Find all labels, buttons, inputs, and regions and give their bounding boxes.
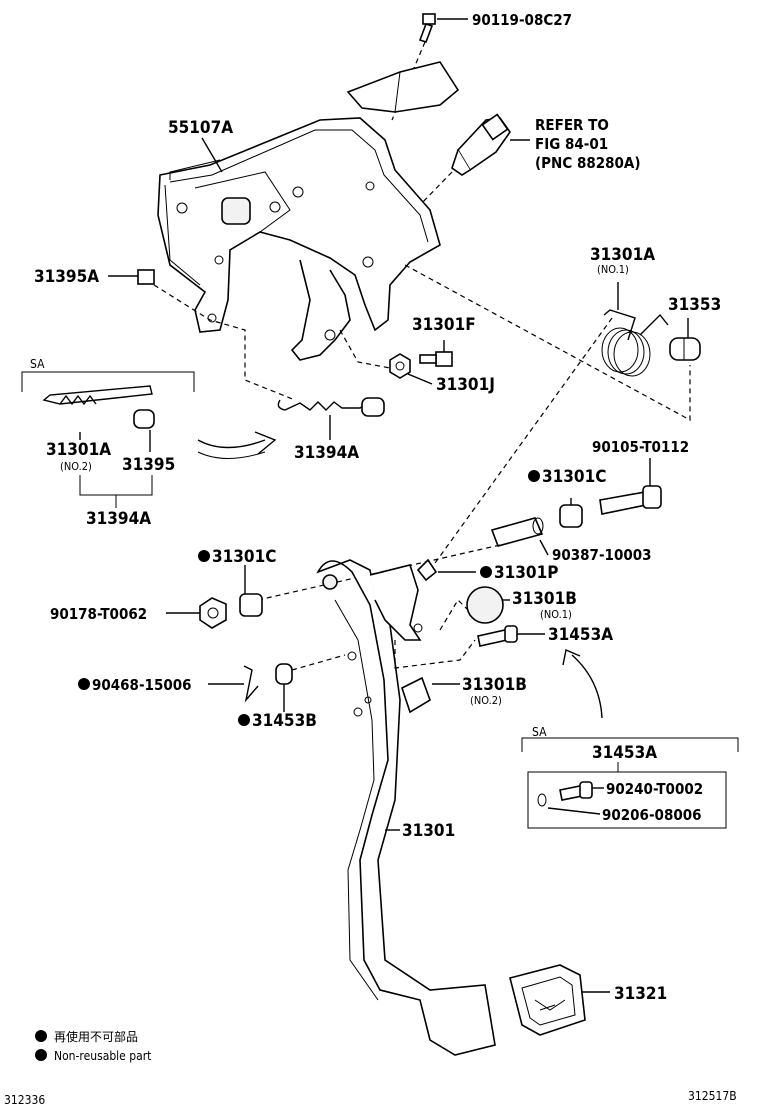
label-31301: 31301 [402, 821, 455, 841]
collar-31301C-left [239, 565, 263, 617]
legend-jp: 再使用不可部品 [54, 1029, 138, 1044]
nut-31301J [389, 353, 433, 385]
footer-left-code: 312336 [4, 1093, 45, 1107]
arrow-up-icon [562, 649, 603, 719]
label-31353: 31353 [668, 295, 721, 315]
footer-right-code: 312517B [688, 1089, 737, 1103]
arrow-icon [197, 431, 277, 459]
label-no1-top: (NO.1) [597, 263, 629, 276]
label-no2-sa: (NO.2) [60, 460, 92, 473]
label-sa-2: SA [532, 725, 547, 739]
pedal-support-bracket-55107A [157, 117, 441, 361]
label-90119-08C27: 90119-08C27 [472, 11, 572, 29]
legend-dot-icon [35, 1030, 47, 1042]
label-90105-T0112: 90105-T0112 [592, 438, 689, 456]
label-31301C-left: 31301C [212, 547, 276, 567]
cushion-31301B-no2 [401, 676, 460, 714]
label-no2-b: (NO.2) [470, 694, 502, 707]
non-reusable-dot-icon [480, 566, 492, 578]
label-31301F: 31301F [412, 315, 476, 335]
label-sa-1: SA [30, 357, 45, 371]
stop-lamp-switch [451, 113, 530, 176]
label-fig-84-01: FIG 84-01 [535, 135, 608, 153]
bracket-plate [346, 61, 460, 113]
bolt-90105 [599, 458, 662, 515]
label-31301A-top: 31301A [590, 245, 655, 265]
sleeve-90387 [490, 517, 549, 556]
screw-90119 [418, 13, 468, 44]
label-31301C-right: 31301C [542, 467, 606, 487]
label-55107A: 55107A [168, 118, 233, 138]
label-31395: 31395 [122, 455, 175, 475]
label-31321: 31321 [614, 984, 667, 1004]
bolt-31453A [477, 625, 545, 647]
label-31301A-sa: 31301A [46, 440, 111, 460]
non-reusable-dot-icon [528, 470, 540, 482]
bolt-31301F [419, 340, 453, 367]
non-reusable-dot-icon [198, 550, 210, 562]
label-90178-T0062: 90178-T0062 [50, 605, 147, 623]
spring-31394A [277, 397, 385, 440]
label-31395A: 31395A [34, 267, 99, 287]
label-31394A: 31394A [294, 443, 359, 463]
label-31301P: 31301P [494, 563, 558, 583]
pedal-arm-31301 [316, 559, 496, 1056]
non-reusable-dot-icon [78, 678, 90, 690]
label-31301J: 31301J [436, 375, 495, 395]
label-31453A: 31453A [548, 625, 613, 645]
bushing-31353 [669, 318, 701, 361]
label-no1-b: (NO.1) [540, 608, 572, 621]
label-90206-08006: 90206-08006 [602, 806, 702, 824]
cushion-31301B-no1 [466, 586, 510, 624]
non-reusable-dot-icon [238, 714, 250, 726]
label-90240-T0002: 90240-T0002 [606, 780, 703, 798]
legend-en: Non-reusable part [54, 1049, 151, 1063]
sa-box-31453A [521, 737, 739, 829]
label-31301B-no2: 31301B [462, 675, 527, 695]
legend-dot-icon [35, 1049, 47, 1061]
nut-90178 [166, 597, 227, 629]
label-31301B-no1: 31301B [512, 589, 577, 609]
label-31453A-sa: 31453A [592, 743, 657, 763]
nut-31395A [108, 269, 155, 285]
label-refer-to: REFER TO [535, 116, 609, 134]
pedal-pad-31321 [509, 964, 610, 1036]
sa-box-31394A [21, 371, 195, 508]
clip-90468 [208, 665, 259, 703]
label-90468-15006: 90468-15006 [92, 676, 192, 694]
label-31453B: 31453B [252, 711, 317, 731]
bush-31453B [275, 663, 293, 712]
label-90387-10003: 90387-10003 [552, 546, 652, 564]
clip-31301P [416, 558, 476, 582]
collar-31301C [559, 498, 583, 528]
label-31394A-sa: 31394A [86, 509, 151, 529]
return-spring-31301A [601, 282, 669, 377]
label-pnc-88280A: (PNC 88280A) [535, 154, 641, 172]
